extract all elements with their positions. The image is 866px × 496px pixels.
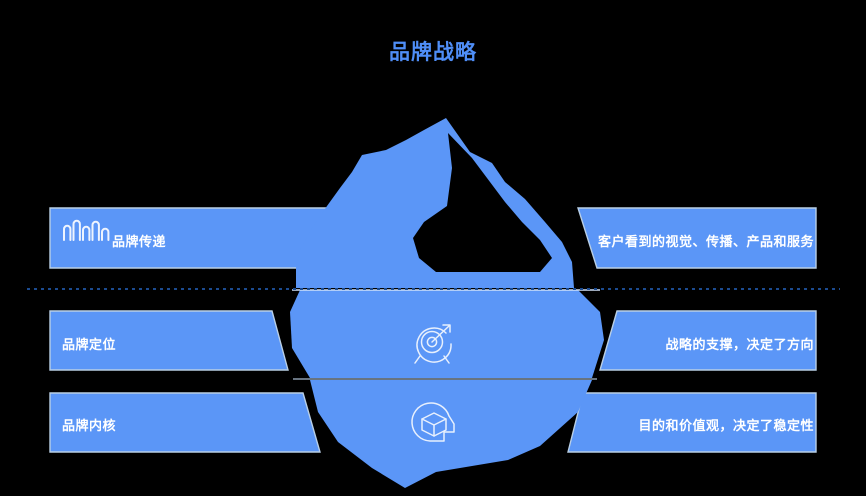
- iceberg-facet-notch: [413, 133, 552, 272]
- iceberg-band-core[interactable]: [310, 380, 592, 488]
- panel-left-row-2[interactable]: [49, 310, 289, 371]
- head-cube-icon: [411, 402, 455, 442]
- panel-right-row-3[interactable]: [567, 392, 817, 453]
- panel-right-row-1[interactable]: [577, 207, 817, 269]
- iceberg-above-water: [296, 118, 574, 288]
- iceberg-below-water: [290, 289, 604, 488]
- panel-left-row-2-label: 品牌定位: [62, 337, 117, 352]
- panel-left-row-3[interactable]: [49, 392, 321, 453]
- right-panels-group: [567, 207, 817, 453]
- panel-right-row-3-label: 目的和价值观，决定了稳定性: [638, 418, 814, 433]
- iceberg-band-positioning[interactable]: [290, 290, 604, 378]
- panel-right-row-1-label: 客户看到的视觉、传播、产品和服务: [597, 234, 814, 249]
- panel-right-row-2[interactable]: [599, 310, 817, 371]
- left-panels-group: [49, 207, 337, 453]
- target-arrow-icon: [414, 324, 452, 364]
- panel-left-row-1-label: 品牌传递: [112, 234, 167, 249]
- page-title: 品牌战略: [389, 41, 477, 64]
- panel-left-row-3-label: 品牌内核: [62, 418, 117, 433]
- sound-wave-icon: [63, 219, 110, 241]
- panel-right-row-2-label: 战略的支撑，决定了方向: [665, 337, 814, 352]
